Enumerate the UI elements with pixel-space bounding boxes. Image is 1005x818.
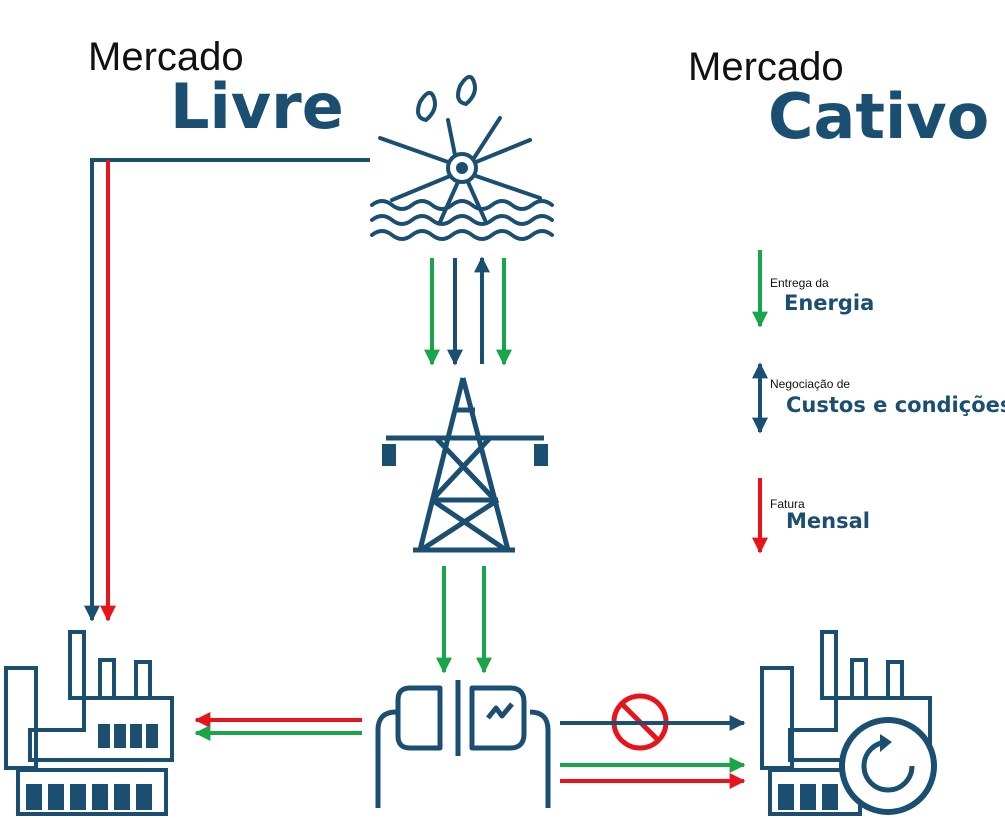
heading-mercado-cativo: Mercado Cativo — [688, 45, 989, 153]
heading-cativo-small: Mercado — [688, 45, 844, 89]
heading-livre-small: Mercado — [88, 35, 244, 79]
factory-with-cycle-icon — [760, 630, 937, 816]
connector-arrows — [84, 158, 746, 789]
legend-negociacao-big: Custos e condições — [786, 393, 1005, 417]
legend-entrega-big: Energia — [784, 291, 874, 315]
heading-livre-big: Livre — [170, 70, 344, 143]
hydro-wind-generation-icon — [370, 74, 554, 241]
legend-fatura-big: Mensal — [786, 509, 870, 533]
heading-cativo-big: Cativo — [768, 80, 989, 153]
legend-item-entrega: Entrega da Energia — [752, 250, 874, 328]
heading-mercado-livre: Mercado Livre — [88, 35, 344, 143]
legend-fatura-small: Fatura — [770, 497, 805, 511]
legend-entrega-small: Entrega da — [770, 276, 829, 290]
negotiation-line-livre — [84, 158, 370, 622]
legend-item-fatura: Fatura Mensal — [752, 478, 870, 554]
power-plug-connection-icon — [375, 680, 551, 808]
transmission-tower-icon — [382, 377, 548, 553]
legend: Entrega da Energia Negociação de Custos … — [752, 250, 1005, 554]
factory-icon — [4, 630, 174, 816]
legend-item-negociacao: Negociação de Custos e condições — [752, 362, 1005, 434]
legend-negociacao-small: Negociação de — [770, 377, 850, 391]
